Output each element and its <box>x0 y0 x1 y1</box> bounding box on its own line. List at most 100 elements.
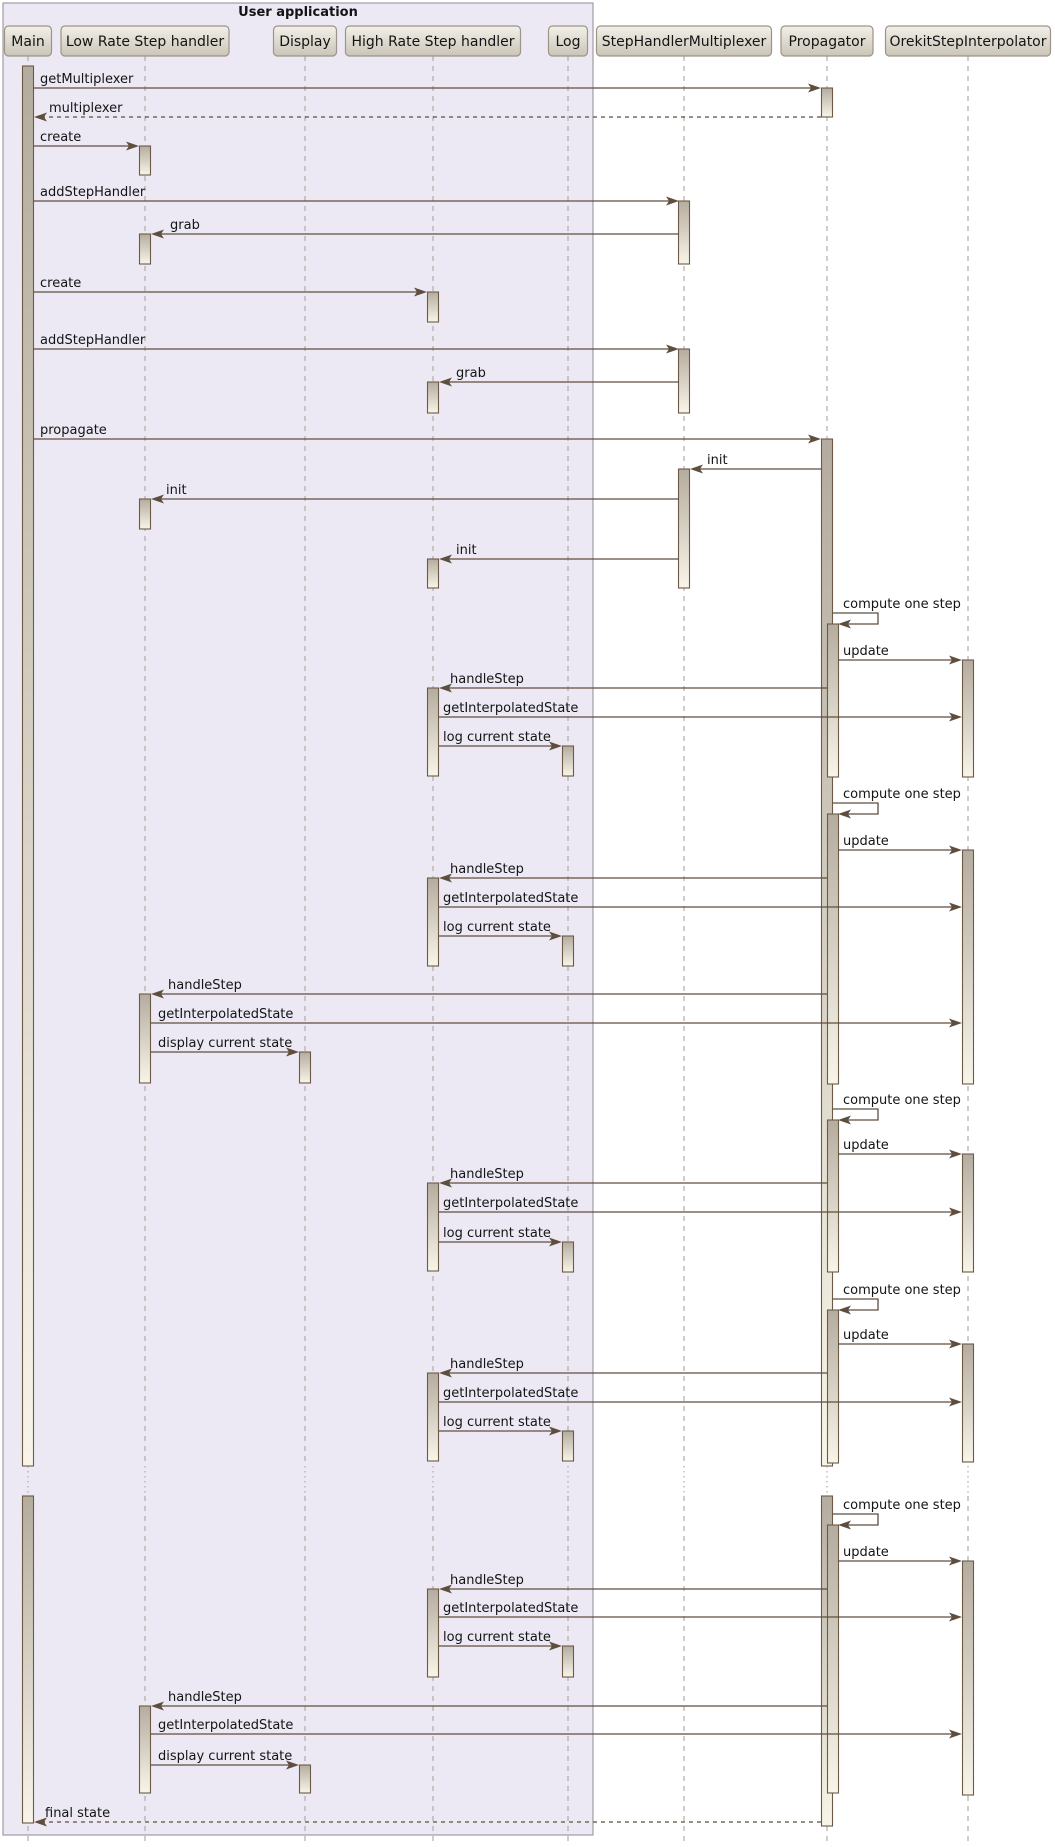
participant-label-lowrate: Low Rate Step handler <box>66 34 225 50</box>
message-handlestep-label: handleStep <box>450 672 524 687</box>
message-compute-one-step-arrowhead <box>838 809 851 819</box>
message-create-label: create <box>40 130 81 145</box>
activation-bar-highrate <box>426 877 440 967</box>
message-init-arrowhead <box>690 464 703 474</box>
message-grab-label: grab <box>170 218 200 233</box>
activation-bar-propagator-nested <box>826 623 840 778</box>
message-addstephandler-arrowhead <box>666 344 679 354</box>
message-compute-one-step-arrowhead <box>838 1520 851 1530</box>
message-log-current-state-label: log current state <box>443 920 551 935</box>
activation-bar-log <box>561 745 575 777</box>
activation-bar-highrate <box>426 558 440 589</box>
message-create-arrowhead <box>126 141 139 151</box>
message-update-label: update <box>843 1138 889 1153</box>
message-init-arrowhead <box>151 494 164 504</box>
participant-label-propagator: Propagator <box>789 34 866 50</box>
participant-box-multiplexer <box>595 25 773 57</box>
message-final-state-arrowhead <box>34 1817 47 1827</box>
message-log-current-state-label: log current state <box>443 1415 551 1430</box>
message-log-current-state-arrowhead <box>549 1641 562 1651</box>
activation-bar-multiplexer <box>677 348 691 414</box>
activation-bar-lowrate <box>138 233 152 265</box>
activation-bar-highrate <box>426 687 440 777</box>
message-handlestep-arrowhead <box>439 1584 452 1594</box>
message-getinterpolatedstate-label: getInterpolatedState <box>443 1601 578 1616</box>
activation-bar-display <box>298 1764 312 1794</box>
message-init-arrowhead <box>439 554 452 564</box>
message-compute-one-step-loop <box>833 612 879 625</box>
activation-bar-lowrate <box>138 498 152 530</box>
activation-bar-display <box>298 1051 312 1084</box>
message-display-current-state-arrowhead <box>286 1760 299 1770</box>
participant-label-interpolator: OrekitStepInterpolator <box>889 34 1046 50</box>
message-update-arrowhead <box>949 1339 962 1349</box>
message-getmultiplexer-arrowhead <box>808 83 821 93</box>
message-handlestep-label: handleStep <box>450 1573 524 1588</box>
participant-box-propagator <box>780 25 874 57</box>
message-handlestep-label: handleStep <box>168 978 242 993</box>
message-compute-one-step-arrowhead <box>838 1115 851 1125</box>
message-create-label: create <box>40 276 81 291</box>
message-final-state-label: final state <box>45 1806 110 1821</box>
message-compute-one-step-arrowhead <box>838 1305 851 1315</box>
message-compute-one-step-loop <box>833 1513 879 1526</box>
message-handlestep-arrowhead <box>439 683 452 693</box>
message-log-current-state-label: log current state <box>443 1226 551 1241</box>
activation-bar-log <box>561 1645 575 1678</box>
message-log-current-state-label: log current state <box>443 1630 551 1645</box>
message-log-current-state-arrowhead <box>549 1426 562 1436</box>
participant-box-highrate <box>344 25 522 57</box>
message-log-current-state-arrowhead <box>549 931 562 941</box>
message-handlestep-arrowhead <box>439 1368 452 1378</box>
activation-bar-propagator-nested <box>826 1119 840 1273</box>
message-init-label: init <box>456 543 477 558</box>
message-compute-one-step-loop <box>833 1298 879 1311</box>
activation-bar-main <box>21 1495 35 1824</box>
message-compute-one-step-label: compute one step <box>843 597 961 612</box>
activation-bar-highrate <box>426 1588 440 1678</box>
message-propagate-label: propagate <box>40 423 107 438</box>
message-getinterpolatedstate-arrowhead <box>949 1018 962 1028</box>
activation-bar-lowrate <box>138 145 152 176</box>
message-compute-one-step-loop <box>833 1108 879 1121</box>
participant-label-main: Main <box>11 34 44 50</box>
message-update-label: update <box>843 1545 889 1560</box>
activation-bar-main <box>21 65 35 1467</box>
activation-bar-propagator-nested <box>826 813 840 1085</box>
activation-bar-interpolator <box>961 659 975 778</box>
message-getmultiplexer-label: getMultiplexer <box>40 72 134 87</box>
participant-box-interpolator <box>884 25 1052 57</box>
message-update-arrowhead <box>949 655 962 665</box>
message-getinterpolatedstate-arrowhead <box>949 1207 962 1217</box>
message-getinterpolatedstate-arrowhead <box>949 1397 962 1407</box>
participant-label-log: Log <box>555 34 580 50</box>
activation-bar-propagator <box>820 87 834 118</box>
participant-label-highrate: High Rate Step handler <box>352 34 515 50</box>
message-getinterpolatedstate-label: getInterpolatedState <box>158 1718 293 1733</box>
message-grab-arrowhead <box>439 377 452 387</box>
message-getinterpolatedstate-arrowhead <box>949 1612 962 1622</box>
message-handlestep-arrowhead <box>151 1701 164 1711</box>
message-log-current-state-arrowhead <box>549 741 562 751</box>
activation-bar-propagator-nested <box>826 1524 840 1794</box>
message-display-current-state-arrowhead <box>286 1047 299 1057</box>
message-compute-one-step-label: compute one step <box>843 1498 961 1513</box>
activation-bar-log <box>561 1241 575 1273</box>
activation-bar-lowrate <box>138 1705 152 1794</box>
activation-bar-interpolator <box>961 849 975 1085</box>
message-handlestep-arrowhead <box>439 873 452 883</box>
message-getinterpolatedstate-label: getInterpolatedState <box>443 891 578 906</box>
message-multiplexer-label: multiplexer <box>49 101 123 116</box>
message-compute-one-step-label: compute one step <box>843 1283 961 1298</box>
message-update-arrowhead <box>949 1556 962 1566</box>
message-update-arrowhead <box>949 845 962 855</box>
activation-bar-log <box>561 935 575 967</box>
message-handlestep-label: handleStep <box>450 1357 524 1372</box>
activation-bar-highrate <box>426 1372 440 1462</box>
message-grab-label: grab <box>456 366 486 381</box>
participant-label-multiplexer: StepHandlerMultiplexer <box>602 34 767 50</box>
message-display-current-state-label: display current state <box>158 1749 292 1764</box>
message-multiplexer-arrowhead <box>34 112 47 122</box>
message-getinterpolatedstate-arrowhead <box>949 1729 962 1739</box>
